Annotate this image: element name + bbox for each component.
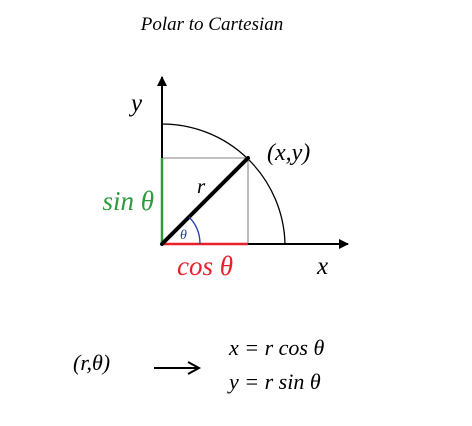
point-label: (x,y) [267, 140, 310, 166]
polar-coordinates-label: (r,θ) [73, 350, 110, 375]
sin-theta-label: sin θ [102, 186, 154, 216]
angle-arc [188, 216, 201, 245]
x-formula: x = r cos θ [228, 335, 324, 360]
radius-line [160, 156, 250, 246]
conversion-arrow-icon [187, 361, 202, 375]
cos-theta-label: cos θ [177, 251, 233, 281]
angle-theta-label: θ [180, 228, 187, 243]
radius-label: r [197, 174, 206, 198]
diagram-title: Polar to Cartesian [140, 14, 284, 35]
y-formula: y = r sin θ [227, 369, 321, 394]
x-axis-label: x [316, 253, 328, 280]
y-axis-label: y [128, 90, 143, 117]
